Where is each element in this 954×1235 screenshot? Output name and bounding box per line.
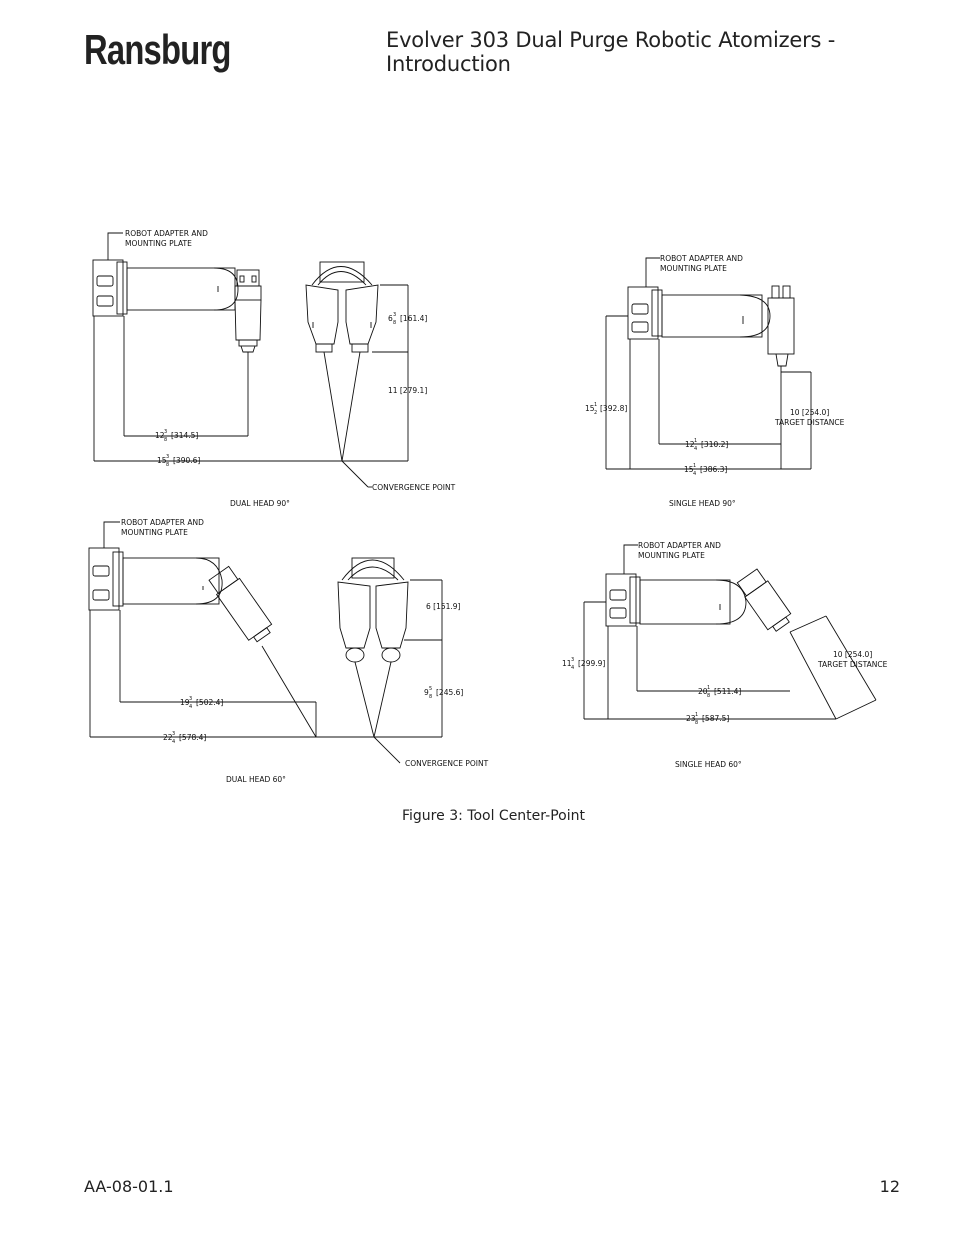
single90-dim-d-whole: 15 [684, 465, 694, 474]
single90-adapter-label-2: MOUNTING PLATE [660, 264, 727, 273]
dual60-dim-c-whole: 19 [180, 698, 190, 707]
single90-target-label-1: 10 [254.0] [790, 408, 829, 417]
dual90-dim-c-den: 8 [164, 437, 167, 443]
dual60-dim-c-num: 3 [189, 696, 192, 702]
dual90-dim-d-whole: 15 [157, 456, 167, 465]
single90-dim-d-num: 1 [693, 463, 696, 469]
single60-dim-d-mm: [587.5] [702, 714, 729, 723]
dual60-adapter-label-2: MOUNTING PLATE [121, 528, 188, 537]
dual90-dim-d-num: 3 [166, 454, 169, 460]
single-head-90-drawing [605, 257, 812, 470]
dual60-dim-c-den: 4 [189, 704, 192, 710]
dual90-convergence-label: CONVERGENCE POINT [372, 483, 456, 492]
page-number: 12 [879, 1177, 900, 1196]
dual90-dim-c-mm: [314.5] [171, 431, 198, 440]
single90-dim-d-den: 4 [693, 471, 696, 477]
dual60-dim-d-den: 4 [172, 739, 175, 745]
document-number: AA-08-01.1 [84, 1177, 174, 1196]
single90-dim-c-den: 4 [694, 446, 697, 452]
single60-dim-c-num: 1 [707, 685, 710, 691]
dual90-dim-b: 11 [279.1] [388, 386, 427, 395]
single90-dim-h-whole: 15 [585, 404, 595, 413]
dual90-dim-a-whole: 6 [388, 314, 393, 323]
dual90-dim-d-mm: [390.6] [173, 456, 200, 465]
dual60-convergence-label: CONVERGENCE POINT [405, 759, 489, 768]
single60-target-label-1: 10 [254.0] [833, 650, 872, 659]
figure-caption: Figure 3: Tool Center-Point [402, 808, 585, 824]
dual60-adapter-label-1: ROBOT ADAPTER AND [121, 518, 204, 527]
dual90-dim-c-num: 3 [164, 429, 167, 435]
dual90-dim-c-whole: 12 [155, 431, 165, 440]
single60-dim-h-mm: [299.9] [578, 659, 605, 668]
single60-target-label-2: TARGET DISTANCE [817, 660, 888, 669]
dual60-dim-a: 6 [151.9] [426, 602, 461, 611]
single60-dim-c-whole: 20 [698, 687, 708, 696]
single60-dim-d-num: 1 [695, 712, 698, 718]
single60-dim-h-num: 3 [571, 657, 574, 663]
single90-dim-h-mm: [392.8] [600, 404, 627, 413]
single90-dim-d-mm: [386.3] [700, 465, 727, 474]
single60-adapter-label-1: ROBOT ADAPTER AND [638, 541, 721, 550]
single90-dim-h-num: 1 [594, 402, 597, 408]
dual90-adapter-label-2: MOUNTING PLATE [125, 239, 192, 248]
single90-target-label-2: TARGET DISTANCE [774, 418, 845, 427]
single90-dim-c-whole: 12 [685, 440, 695, 449]
single60-dim-d-whole: 23 [686, 714, 696, 723]
single-head-60-drawing [583, 544, 877, 720]
dual90-panel-label: DUAL HEAD 90° [230, 499, 290, 508]
dual60-dim-b-whole: 9 [424, 688, 429, 697]
dual-head-60-drawing [88, 521, 443, 764]
dual90-dim-d-den: 8 [166, 462, 169, 468]
single90-dim-c-num: 1 [694, 438, 697, 444]
dual-head-90-drawing [92, 232, 409, 488]
single60-adapter-label-2: MOUNTING PLATE [638, 551, 705, 560]
ransburg-logo: Ransburg [84, 26, 231, 73]
single90-adapter-label-1: ROBOT ADAPTER AND [660, 254, 743, 263]
single90-dim-h-den: 2 [594, 410, 597, 416]
dual60-dim-d-mm: [578.4] [179, 733, 206, 742]
dual60-dim-b-num: 5 [429, 686, 432, 692]
dual90-dim-a-num: 3 [393, 312, 396, 318]
dual90-dim-a-mm: [161.4] [400, 314, 427, 323]
single60-panel-label: SINGLE HEAD 60° [675, 760, 742, 769]
single60-dim-c-den: 8 [707, 693, 710, 699]
page-title: Evolver 303 Dual Purge Robotic Atomizers… [386, 28, 836, 76]
dual60-dim-c-mm: [502.4] [196, 698, 223, 707]
dual60-panel-label: DUAL HEAD 60° [226, 775, 286, 784]
single60-dim-c-mm: [511.4] [714, 687, 741, 696]
dual90-dim-a-den: 8 [393, 320, 396, 326]
single90-dim-c-mm: [310.2] [701, 440, 728, 449]
single90-panel-label: SINGLE HEAD 90° [669, 499, 736, 508]
dual60-dim-d-whole: 22 [163, 733, 173, 742]
dual60-dim-b-den: 8 [429, 694, 432, 700]
single60-dim-h-whole: 11 [562, 659, 572, 668]
single60-dim-d-den: 8 [695, 720, 698, 726]
dual90-adapter-label-1: ROBOT ADAPTER AND [125, 229, 208, 238]
single60-dim-h-den: 4 [571, 665, 574, 671]
dual60-dim-d-num: 3 [172, 731, 175, 737]
dual60-dim-b-mm: [245.6] [436, 688, 463, 697]
